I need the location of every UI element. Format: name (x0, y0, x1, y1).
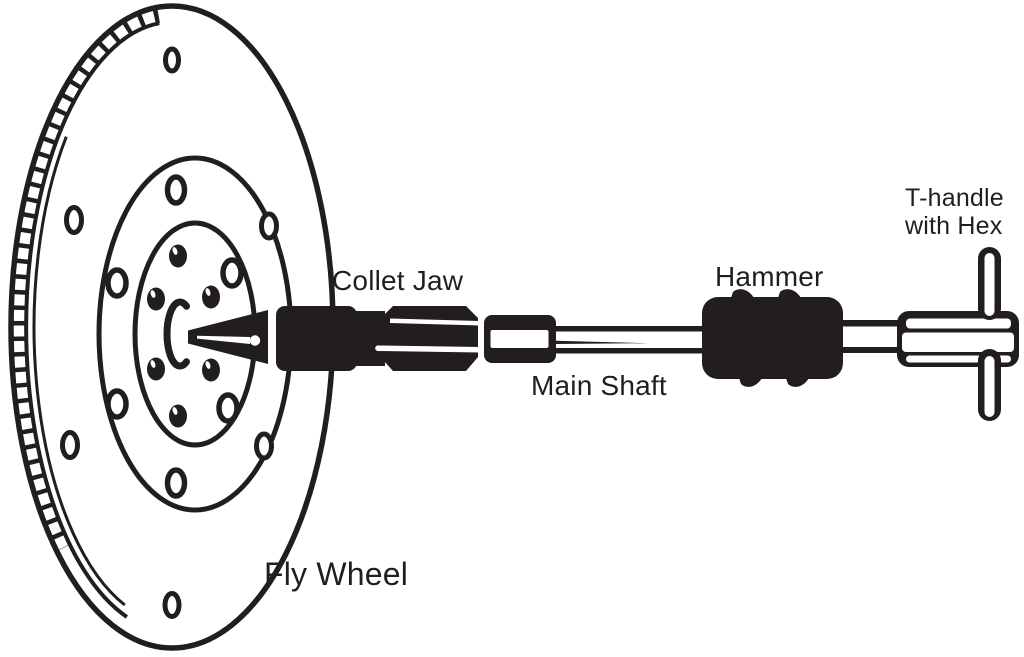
label-t-handle-line1: T-handle (905, 184, 1004, 212)
flywheel-ring-holes (105, 174, 244, 499)
flywheel-hub-nuts (147, 244, 220, 428)
label-collet-jaw: Collet Jaw (332, 265, 464, 296)
ring-gear (12, 9, 160, 619)
label-t-handle-line2: with Hex (905, 212, 1003, 240)
t-handle-hex (897, 247, 1019, 421)
hammer-body (702, 297, 843, 379)
main-shaft (484, 315, 704, 363)
t-handle-rod (978, 247, 1001, 421)
hammer (702, 289, 905, 387)
label-main-shaft: Main Shaft (531, 370, 667, 401)
collet-body (276, 306, 357, 371)
label-t-handle-with-hex: T-handle with Hex (905, 184, 1004, 240)
collet-sleeve (384, 306, 478, 371)
label-fly-wheel: Fly Wheel (264, 556, 409, 592)
rear-shaft (843, 320, 905, 353)
collet-jaw (188, 306, 480, 371)
flywheel-center-bore (163, 298, 190, 370)
label-hammer: Hammer (715, 261, 824, 292)
flywheel-outer-holes (60, 46, 279, 619)
